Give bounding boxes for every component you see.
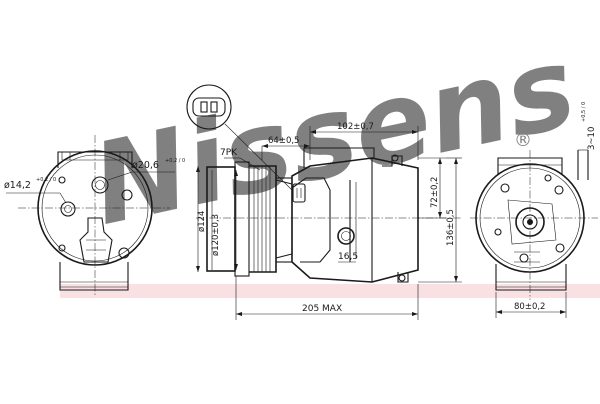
port-offset-dim: 72±0,2 (430, 177, 440, 208)
side-view (196, 126, 462, 320)
total-height-dim: 136±0,5 (446, 209, 456, 246)
body-depth-dim: 102±0,7 (337, 122, 374, 132)
left-end-view (6, 135, 175, 295)
mount-width-dim: 80±0,2 (514, 302, 545, 312)
pulley-outer-dim: ø124 (197, 211, 207, 232)
belt-type-label: 7PK (220, 148, 238, 158)
watermark-text: Nissens (82, 22, 586, 251)
right-end-view (470, 149, 598, 318)
watermark-band (60, 284, 600, 298)
thread-tol: +0,5 / 0 (581, 102, 587, 122)
left-fitting-tol: +0,2 / 0 (36, 177, 56, 183)
overall-length-dim: 205 MAX (302, 304, 342, 314)
right-fitting-dim: ø20,6 (132, 160, 159, 171)
thread-dim: 3~10 (587, 127, 597, 150)
pulley-inner-dim: ø120±0,3 (211, 214, 221, 256)
port-dia-dim: 16,5 (338, 252, 358, 262)
right-fitting-tol: +0,2 / 0 (165, 158, 185, 164)
left-fitting-dim: ø14,2 (4, 180, 31, 191)
pulley-offset-dim: 64±0,5 (268, 136, 299, 146)
electrical-connector-detail (186, 84, 293, 191)
registered-mark: ® (514, 130, 532, 151)
